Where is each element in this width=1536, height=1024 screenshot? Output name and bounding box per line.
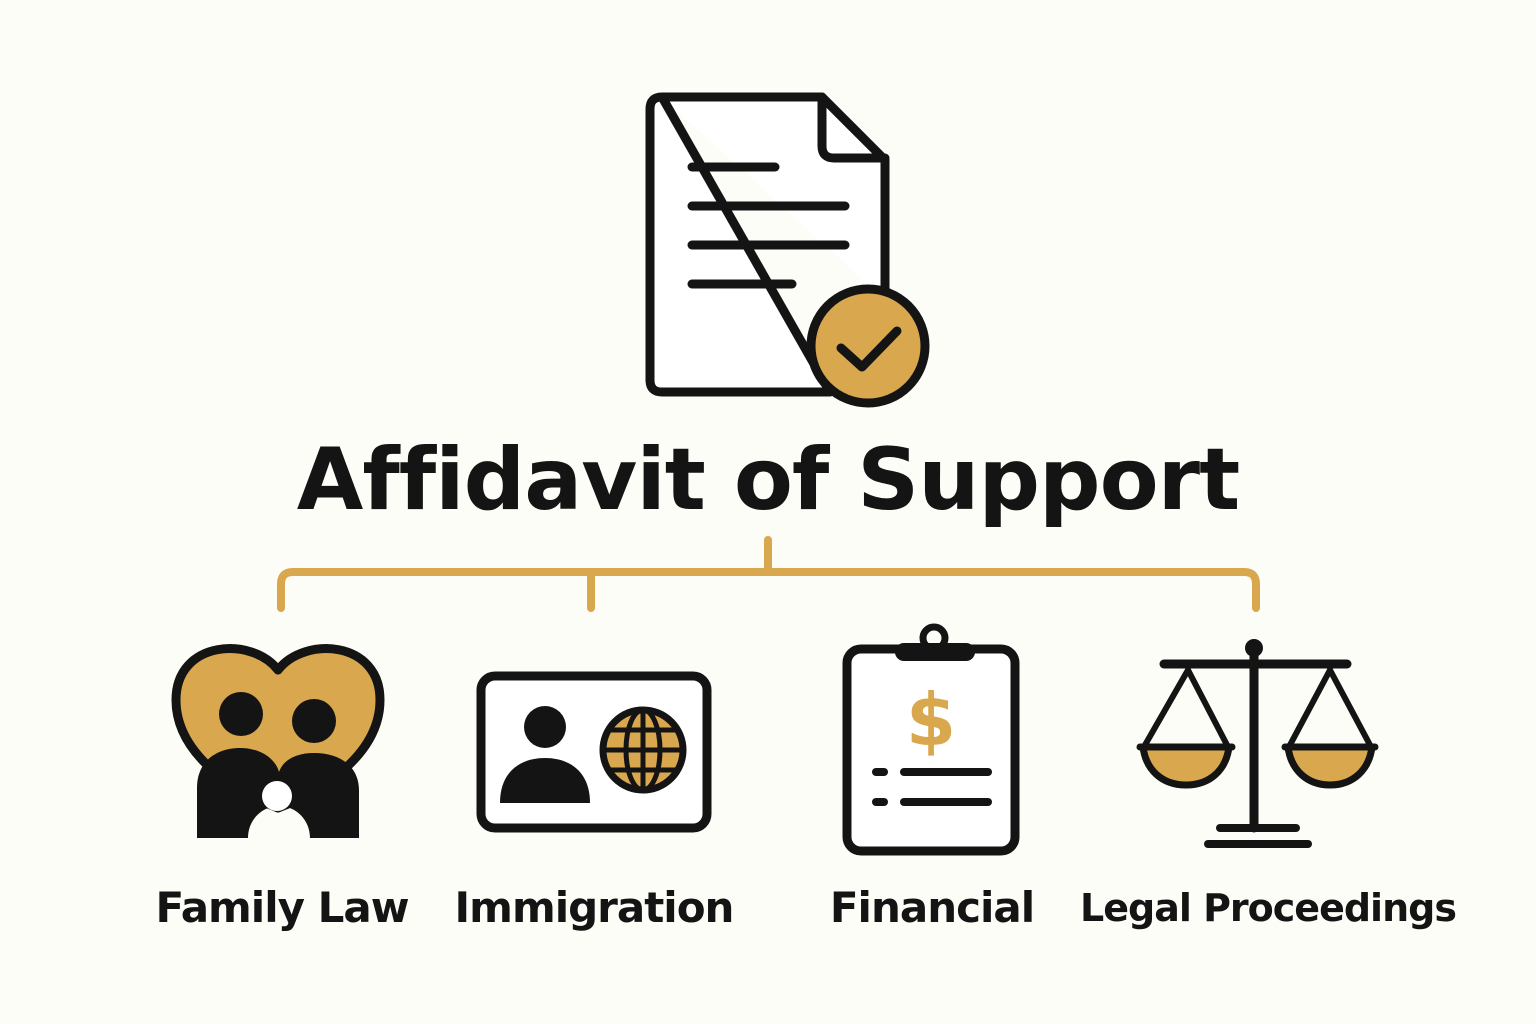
globe-icon: [599, 706, 687, 794]
category-label-legal-proceedings: Legal Proceedings: [1080, 886, 1457, 930]
connector-lines: [277, 536, 1260, 612]
dollar-sign-icon: $: [906, 678, 956, 762]
category-label-family-law: Family Law: [155, 883, 409, 932]
category-label-financial: Financial: [829, 883, 1035, 932]
category-label-immigration: Immigration: [454, 883, 735, 932]
diagram-title: Affidavit of Support: [296, 430, 1240, 530]
id-card-globe-icon: [476, 671, 712, 833]
family-heart-icon: [171, 644, 385, 838]
checkmark-badge-icon: [806, 284, 930, 408]
clipboard-dollar-icon: $: [842, 623, 1020, 856]
document-with-checkmark-icon: [645, 92, 930, 408]
scales-of-justice-icon: [1136, 639, 1379, 848]
